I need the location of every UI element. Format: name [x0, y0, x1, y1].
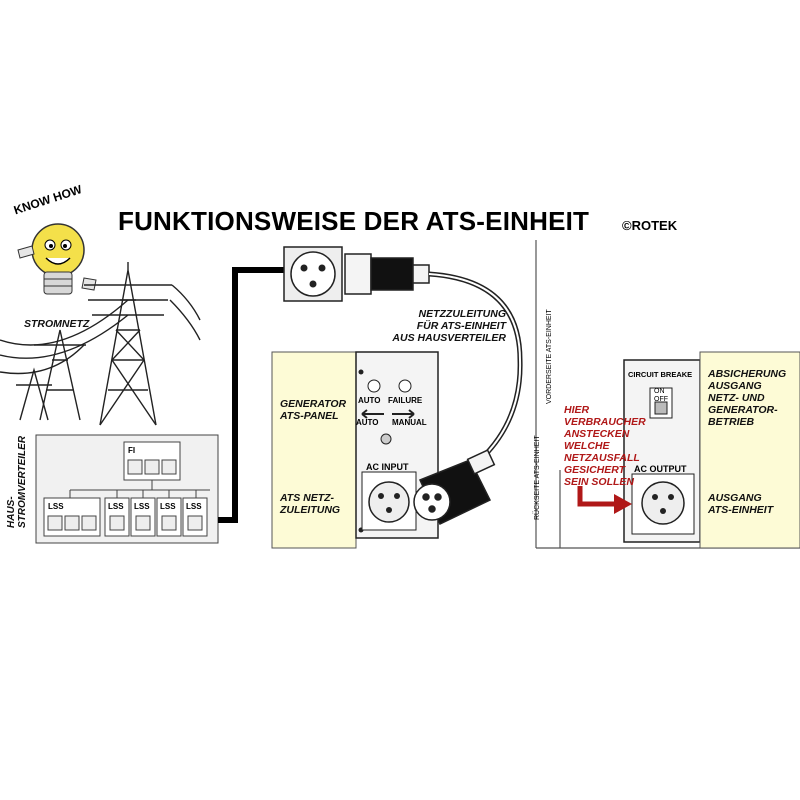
stromnetz-label: STROMNETZ — [24, 318, 90, 330]
lss-label-3: LSS — [134, 502, 150, 511]
hier-verbraucher-note: HIER VERBRAUCHER ANSTECKEN WELCHE NETZAU… — [564, 404, 646, 488]
ats-front-panel — [623, 359, 701, 543]
know-how-bulb-icon — [17, 223, 97, 295]
lss-label-2: LSS — [108, 502, 124, 511]
ac-input-label: AC INPUT — [366, 462, 409, 472]
auto-label: AUTO — [358, 396, 381, 405]
vorderseite-label: VORDERSEITE ATS-EINHEIT — [546, 309, 553, 404]
ausgang-label: AUSGANG ATS-EINHEIT — [708, 492, 774, 516]
generator-label: GENERATOR ATS-PANEL — [280, 398, 347, 422]
ats-cable — [428, 271, 523, 462]
ac-output-label: AC OUTPUT — [634, 464, 687, 474]
lss-label-5: LSS — [186, 502, 202, 511]
brand-logo-text: ©ROTEK — [622, 218, 678, 233]
hausstromverteiler-label: HAUS-STROMVERTEILER — [6, 435, 28, 528]
absicherung-label: ABSICHERUNG AUSGANG NETZ- UND GENERATOR-… — [708, 368, 787, 428]
ats-panel — [355, 351, 439, 539]
off-label: OFF — [654, 396, 668, 403]
rueckseite-label: RÜCKSEITE ATS-EINHEIT — [534, 435, 541, 520]
cee-coupler-icon — [413, 449, 496, 526]
netzzuleitung-label: NETZZULEITUNG FÜR ATS-EINHEIT AUS HAUSVE… — [392, 308, 506, 344]
auto-switch-label: AUTO — [356, 418, 379, 427]
ats-netz-label: ATS NETZ- ZULEITUNG — [280, 492, 341, 516]
wall-socket-icon — [283, 246, 343, 302]
distribution-box — [35, 434, 219, 544]
supply-cable — [218, 267, 285, 523]
failure-label: FAILURE — [388, 396, 423, 405]
on-label: ON — [654, 388, 665, 395]
diagram-title: FUNKTIONSWEISE DER ATS-EINHEIT — [118, 206, 590, 236]
lss-label-4: LSS — [160, 502, 176, 511]
fi-label: FI — [128, 446, 136, 455]
cee-plug-icon — [344, 253, 430, 295]
circuit-breaker-label: CIRCUIT BREAKE — [628, 370, 693, 379]
lss-label-1: LSS — [48, 502, 64, 511]
pylons-icon — [0, 262, 201, 426]
red-arrow-icon — [577, 486, 616, 507]
manual-label: MANUAL — [392, 418, 427, 427]
